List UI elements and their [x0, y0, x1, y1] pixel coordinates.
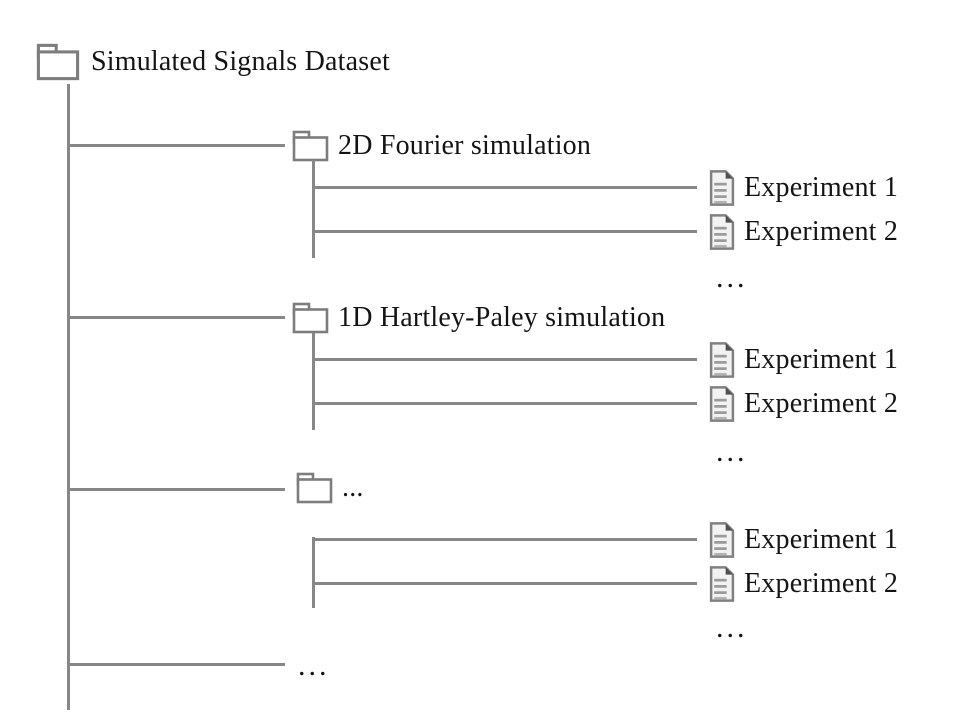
folder-icon — [36, 43, 80, 81]
experiment-node: Experiment 2 — [708, 384, 898, 424]
ellipsis-more-experiments: ... — [716, 261, 748, 294]
root-folder-label: Simulated Signals Dataset — [91, 46, 390, 77]
folder-node-more: ... — [296, 468, 364, 508]
document-icon — [709, 214, 735, 250]
experiment-branch-line — [312, 230, 697, 233]
experiment-branch-line — [312, 538, 697, 541]
ellipsis-more-experiments: ... — [716, 435, 748, 468]
folder-icon — [292, 302, 329, 334]
experiment-label: Experiment 2 — [744, 388, 899, 419]
experiment-branch-line — [312, 186, 697, 189]
experiment-label: Experiment 2 — [744, 568, 899, 599]
folder-icon — [296, 472, 333, 504]
experiment-branch-line — [312, 582, 697, 585]
branch-line-folder-2 — [67, 316, 285, 319]
experiment-node: Experiment 2 — [708, 212, 898, 252]
document-icon — [709, 386, 735, 422]
folder-icon — [292, 130, 329, 162]
folder-label: ... — [342, 472, 364, 503]
document-icon — [709, 170, 735, 206]
experiment-label: Experiment 1 — [744, 524, 899, 555]
document-icon — [709, 342, 735, 378]
experiment-label: Experiment 1 — [744, 344, 899, 375]
experiment-branch-line — [312, 402, 697, 405]
experiment-node: Experiment 1 — [708, 520, 898, 560]
experiment-branch-line — [312, 358, 697, 361]
folder-node-1d-hartley-paley: 1D Hartley-Paley simulation — [292, 298, 665, 338]
experiment-node: Experiment 2 — [708, 564, 898, 604]
branch-line-folder-3 — [67, 488, 285, 491]
root-folder-node: Simulated Signals Dataset — [36, 40, 390, 84]
experiment-label: Experiment 1 — [744, 172, 899, 203]
experiment-node: Experiment 1 — [708, 168, 898, 208]
subtree-vertical-line — [312, 160, 315, 258]
subtree-vertical-line — [312, 333, 315, 430]
branch-line-folder-1 — [67, 144, 285, 147]
subtree-vertical-line — [312, 537, 315, 608]
experiment-label: Experiment 2 — [744, 216, 899, 247]
document-icon — [709, 566, 735, 602]
folder-node-2d-fourier: 2D Fourier simulation — [292, 126, 591, 166]
ellipsis-more-folders: ... — [298, 649, 330, 682]
folder-label: 1D Hartley-Paley simulation — [338, 302, 666, 333]
tree-trunk-line — [67, 84, 70, 710]
experiment-node: Experiment 1 — [708, 340, 898, 380]
ellipsis-more-experiments: ... — [716, 611, 748, 644]
document-icon — [709, 522, 735, 558]
branch-line-more-folders — [67, 663, 285, 666]
folder-label: 2D Fourier simulation — [338, 130, 592, 161]
